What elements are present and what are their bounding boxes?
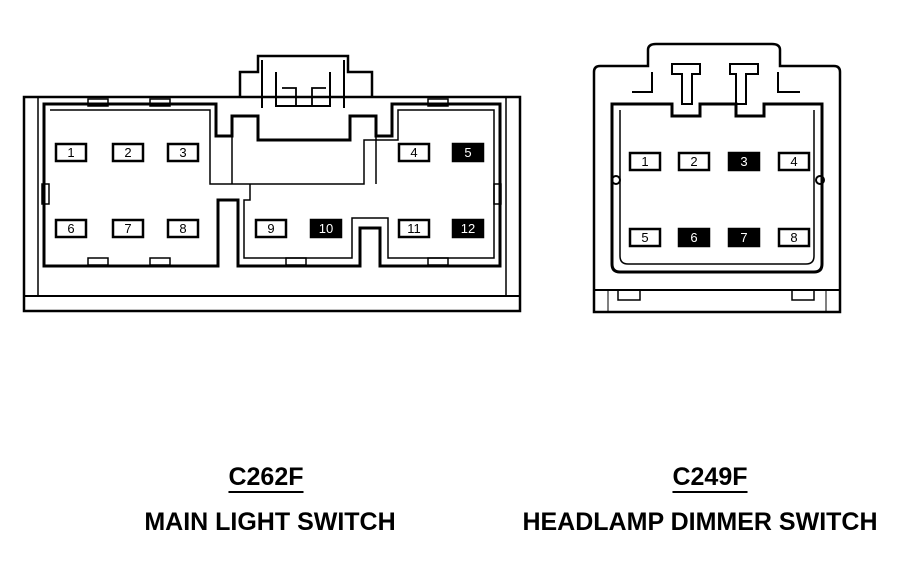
- pin-label: 4: [790, 154, 797, 169]
- pin-label: 8: [790, 230, 797, 245]
- pin-housing: [628, 151, 662, 172]
- pin-housing: [451, 218, 485, 239]
- pin-housing: [397, 142, 431, 163]
- c262f-pin-11: 11: [397, 218, 431, 239]
- pin-label: 3: [179, 145, 186, 160]
- c262f-pin-5: 5: [451, 142, 485, 163]
- pin-label: 4: [410, 145, 417, 160]
- c249f-pin-8: 8: [777, 227, 811, 248]
- pin-housing: [254, 218, 288, 239]
- pin-housing: [111, 142, 145, 163]
- c249f-pins: 1 2 3 4 5 6 7 8: [628, 151, 811, 248]
- pin-housing: [727, 227, 761, 248]
- c262f-pin-2: 2: [111, 142, 145, 163]
- c249f-pin-5: 5: [628, 227, 662, 248]
- pin-housing: [54, 142, 88, 163]
- c262f-connector-code: C262F: [228, 463, 304, 491]
- pin-label: 7: [124, 221, 131, 236]
- c262f-pin-4: 4: [397, 142, 431, 163]
- pin-label: 9: [267, 221, 274, 236]
- pin-label: 1: [67, 145, 74, 160]
- c262f-pin-7: 7: [111, 218, 145, 239]
- pin-label: 7: [740, 230, 747, 245]
- pin-label: 2: [124, 145, 131, 160]
- pin-label: 6: [690, 230, 697, 245]
- pin-label: 12: [461, 221, 475, 236]
- pin-label: 11: [407, 221, 421, 236]
- pin-housing: [628, 227, 662, 248]
- pin-housing: [166, 142, 200, 163]
- pin-label: 5: [464, 145, 471, 160]
- pin-label: 3: [740, 154, 747, 169]
- c249f-connector-code: C249F: [672, 463, 748, 491]
- c262f-pin-12: 12: [451, 218, 485, 239]
- c262f-pin-9: 9: [254, 218, 288, 239]
- c262f-pin-6: 6: [54, 218, 88, 239]
- pin-housing: [166, 218, 200, 239]
- pin-label: 10: [319, 221, 333, 236]
- pin-label: 6: [67, 221, 74, 236]
- pin-housing: [677, 151, 711, 172]
- pin-housing: [309, 218, 343, 239]
- c262f-pins: 1 2 3 4 5 6 7 8 9 10 11 12: [54, 142, 485, 239]
- pin-housing: [727, 151, 761, 172]
- pin-label: 1: [641, 154, 648, 169]
- c262f-pin-8: 8: [166, 218, 200, 239]
- c249f-pin-7: 7: [727, 227, 761, 248]
- c262f-connector-title: MAIN LIGHT SWITCH: [144, 508, 396, 536]
- pin-housing: [451, 142, 485, 163]
- c262f-pin-10: 10: [309, 218, 343, 239]
- c249f-pin-2: 2: [677, 151, 711, 172]
- c249f-pin-4: 4: [777, 151, 811, 172]
- pin-housing: [54, 218, 88, 239]
- pin-housing: [777, 151, 811, 172]
- pin-housing: [397, 218, 431, 239]
- pin-housing: [777, 227, 811, 248]
- c249f-connector-title: HEADLAMP DIMMER SWITCH: [522, 508, 878, 536]
- pin-label: 2: [690, 154, 697, 169]
- pin-housing: [111, 218, 145, 239]
- c249f-pin-1: 1: [628, 151, 662, 172]
- pin-label: 5: [641, 230, 648, 245]
- c249f-pin-6: 6: [677, 227, 711, 248]
- c249f-pin-3: 3: [727, 151, 761, 172]
- c249f-connector-body: [592, 42, 842, 314]
- c262f-pin-3: 3: [166, 142, 200, 163]
- pin-housing: [677, 227, 711, 248]
- pin-label: 8: [179, 221, 186, 236]
- c262f-connector-body: [22, 54, 522, 313]
- c262f-pin-1: 1: [54, 142, 88, 163]
